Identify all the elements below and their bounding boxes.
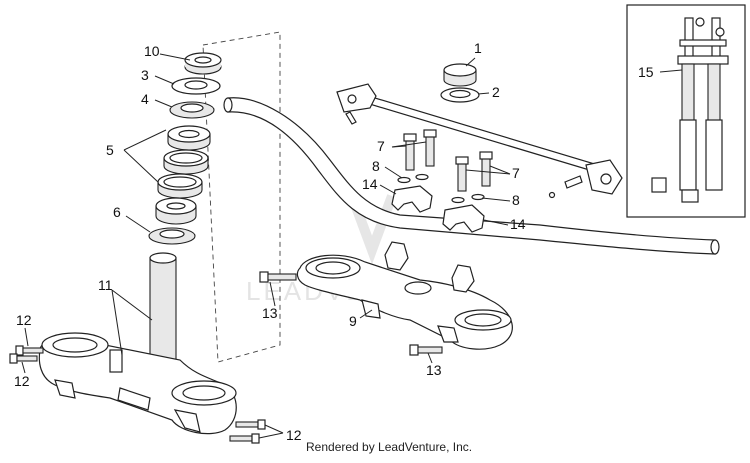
top-washer (440, 87, 480, 103)
assembly-dashed-outline (202, 31, 281, 363)
callout-8a: 8 (372, 158, 380, 174)
callout-9: 9 (349, 313, 357, 329)
callout-8b: 8 (512, 192, 520, 208)
washer-8d (471, 193, 485, 201)
callout-14b: 14 (510, 216, 526, 232)
washer-8a (397, 176, 411, 184)
washer-8c (451, 196, 465, 204)
bolt-12-mid (9, 353, 38, 364)
crossbar-rod (336, 83, 623, 199)
clamp-bolts-upper (403, 129, 437, 171)
callout-2: 2 (492, 84, 500, 100)
handlebar-clamp-lower (442, 204, 485, 233)
callout-13a: 13 (262, 305, 278, 321)
upper-triple-clamp (296, 241, 513, 350)
callout-1: 1 (474, 40, 482, 56)
callout-7a: 7 (377, 138, 385, 154)
fork-inset-frame (626, 4, 746, 218)
handlebar-clamp-upper (391, 185, 433, 213)
callout-15: 15 (638, 64, 654, 80)
bearing-cup-upper (163, 149, 209, 175)
render-credit: Rendered by LeadVenture, Inc. (306, 440, 472, 454)
bolt-12-right-b (229, 433, 260, 444)
callout-4: 4 (141, 91, 149, 107)
bolt-12-top (15, 345, 44, 356)
callout-13b: 13 (426, 362, 442, 378)
callout-11: 11 (98, 277, 113, 293)
callout-12c: 12 (286, 427, 302, 443)
callout-12a: 12 (16, 312, 32, 328)
callout-14a: 14 (362, 176, 378, 192)
lower-triple-clamp (38, 252, 237, 435)
leader-lines (21, 53, 683, 439)
callout-3: 3 (141, 67, 149, 83)
callout-labels: 10 3 4 5 6 11 1 2 7 7 8 8 14 14 9 13 13 … (14, 40, 654, 443)
bolt-12-right-a (235, 419, 266, 430)
bolt-13-lower (409, 344, 443, 356)
callout-5: 5 (106, 142, 114, 158)
dust-seal-6 (148, 227, 196, 245)
upper-bearing (167, 125, 211, 151)
callout-10: 10 (144, 43, 160, 59)
washer-3 (171, 77, 221, 95)
top-nut (443, 63, 477, 87)
callout-6: 6 (113, 204, 121, 220)
steering-nut (184, 52, 222, 75)
front-fork-assembly (651, 17, 729, 203)
washer-8b (415, 173, 429, 181)
bearing-cup-lower (157, 173, 203, 199)
lower-bearing (155, 197, 197, 225)
callout-7b: 7 (512, 165, 520, 181)
bolt-13-upper (259, 271, 297, 283)
seal-4 (169, 101, 215, 119)
callout-12b: 12 (14, 373, 30, 389)
